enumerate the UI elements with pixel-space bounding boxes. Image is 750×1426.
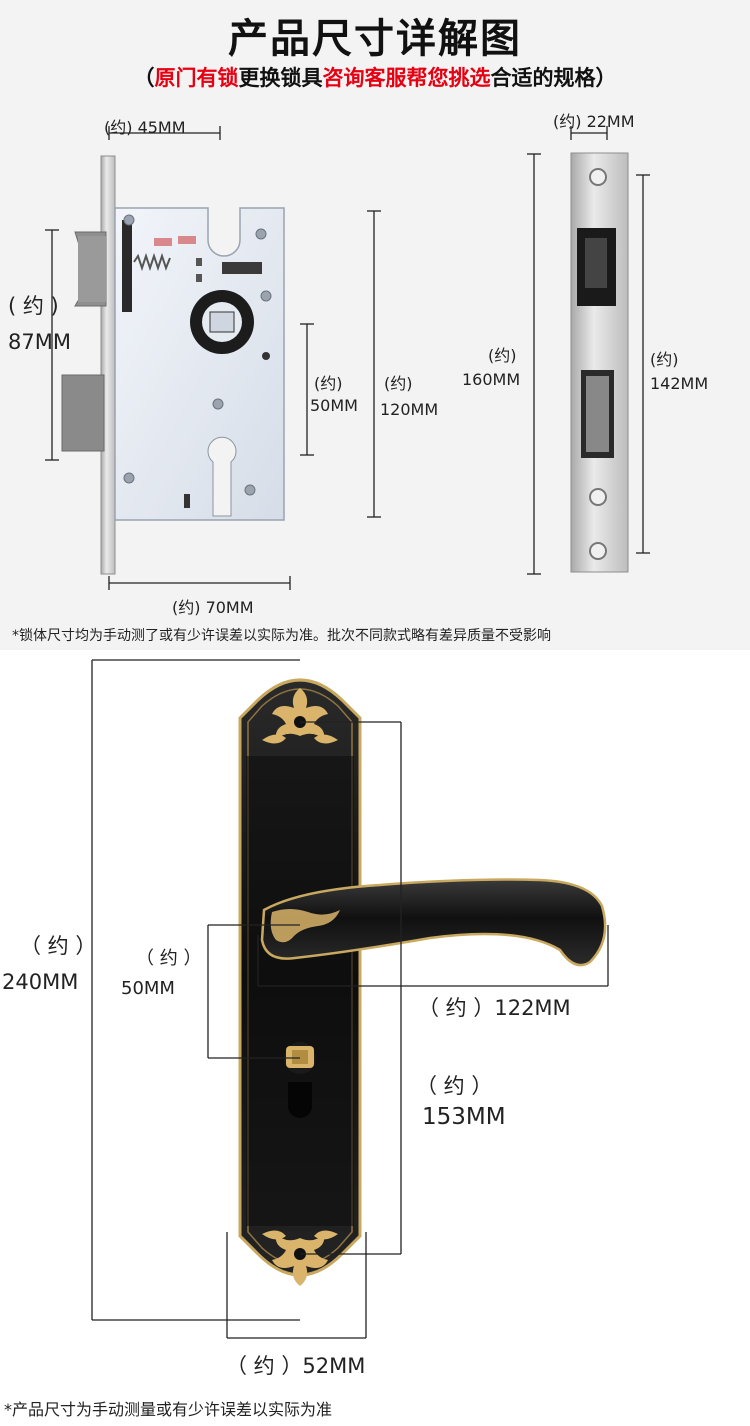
handle-122-label: （ 约 ）122MM	[418, 996, 571, 1020]
strike-left-160-label: 160MM	[462, 370, 521, 389]
handle-240-approx-label: （ 约 ）	[20, 934, 97, 958]
top-note: *锁体尺寸均为手动测了或有少许误差以实际为准。批次不同款式略有差异质量不受影响	[12, 628, 551, 644]
lock-right-approx-label: (约)	[384, 374, 413, 393]
mortise-lock-body	[61, 155, 285, 575]
page-title: 产品尺寸详解图	[228, 16, 522, 62]
strike-plate-dimension-lines	[527, 126, 650, 575]
door-handle-lever	[260, 878, 607, 967]
strike-left-approx-label: (约)	[488, 346, 517, 365]
lock-left-approx-label: ( 约 )	[8, 294, 59, 318]
lock-bottom-70-label: (约) 70MM	[172, 598, 254, 617]
handle-52-label: （ 约 ）52MM	[226, 1354, 366, 1378]
handle-153-label: 153MM	[422, 1104, 506, 1130]
lock-body-dimension-lines	[45, 126, 381, 590]
bottom-note: *产品尺寸为手动测量或有少许误差以实际为准	[4, 1400, 333, 1419]
page-subtitle: （原门有锁更换锁具咨询客服帮您挑选合适的规格）	[133, 66, 617, 90]
lock-right-120-label: 120MM	[380, 400, 439, 419]
lock-mid-50-label: 50MM	[310, 396, 358, 415]
lock-left-87-label: 87MM	[8, 330, 71, 354]
handle-240-label: 240MM	[2, 970, 79, 994]
handle-153-approx-label: （ 约 ）	[416, 1074, 493, 1098]
subtitle-spec: 合适的规格	[490, 66, 596, 90]
subtitle-original-lock: 原门有锁	[154, 66, 239, 90]
lock-mid-approx-label: (约)	[314, 374, 343, 393]
lock-width-45-label: (约) 45MM	[104, 118, 186, 137]
strike-right-142-label: 142MM	[650, 374, 709, 393]
subtitle-replace: 更换锁具	[238, 66, 323, 90]
strike-right-approx-label: (约)	[650, 350, 679, 369]
handle-dimension-lines	[91, 659, 609, 1339]
subtitle-consult: 咨询客服帮您挑选	[322, 66, 491, 90]
door-handle-plate	[238, 678, 362, 1286]
handle-50-label: 50MM	[121, 978, 175, 999]
strike-plate	[570, 152, 629, 573]
handle-50-approx-label: （ 约 ）	[136, 948, 202, 969]
strike-top-22-label: (约) 22MM	[553, 112, 635, 131]
